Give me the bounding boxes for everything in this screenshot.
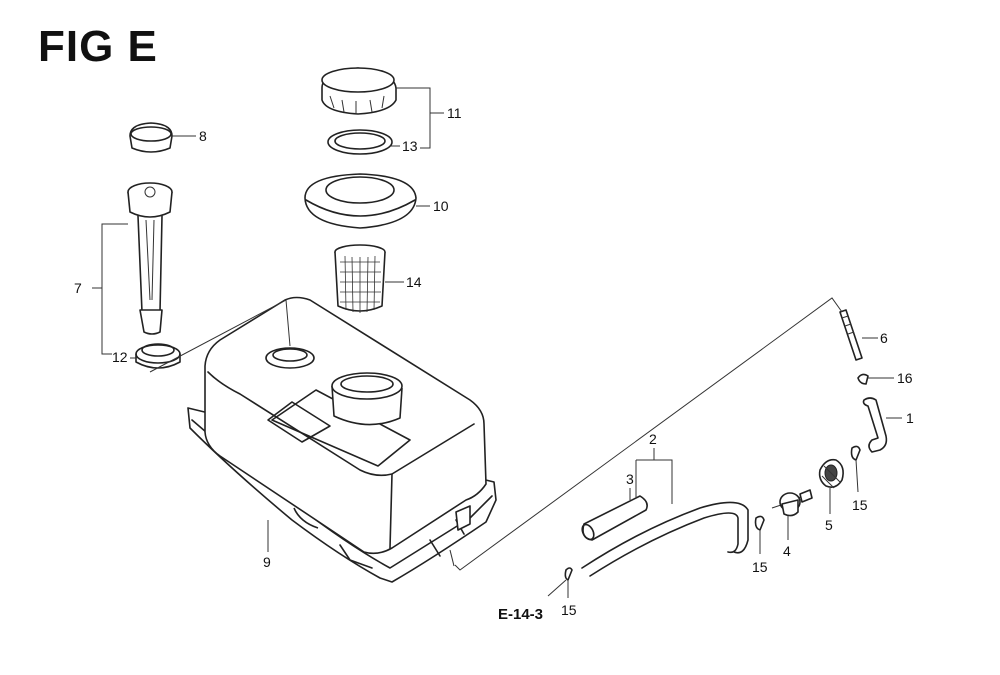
fuel-gauge: [127, 182, 173, 335]
elbow-tube: [862, 397, 888, 453]
reference-label: E-14-3: [498, 606, 544, 623]
fuel-tank: [187, 296, 497, 583]
callout-3: 3: [626, 471, 634, 487]
callout-1: 1: [906, 410, 914, 426]
fuel-strainer: [334, 244, 386, 313]
callout-6: 6: [880, 330, 888, 346]
figure-title: FIG E: [38, 22, 158, 71]
callout-15-elbow: 15: [852, 497, 868, 513]
callout-12: 12: [112, 349, 128, 365]
fuel-cap: [321, 67, 397, 115]
callout-2: 2: [649, 431, 657, 447]
gauge-grommet: [135, 343, 181, 369]
callout-9: 9: [263, 554, 271, 570]
tube-clamp: [818, 458, 844, 489]
short-tube: [581, 495, 648, 541]
callout-16: 16: [897, 370, 913, 386]
filler-neck: [304, 173, 417, 229]
callout-11: 11: [447, 105, 462, 121]
gauge-cap: [129, 122, 173, 153]
callout-4: 4: [783, 543, 791, 559]
callouts: 1 2 3 4 5 6 7 8 9 10 11 12 13 14 15 15 1…: [74, 105, 914, 618]
hose-clips: [564, 373, 869, 581]
callout-8: 8: [199, 128, 207, 144]
breather-tube: [839, 309, 863, 361]
callout-15-filter: 15: [752, 559, 768, 575]
callout-13: 13: [402, 138, 418, 154]
callout-14: 14: [406, 274, 422, 290]
leader-lines: [92, 87, 902, 598]
callout-7: 7: [74, 280, 82, 296]
fuel-filter: [771, 489, 813, 517]
callout-10: 10: [433, 198, 449, 214]
callout-5: 5: [825, 517, 833, 533]
fuel-tube: [581, 501, 749, 577]
cap-gasket: [327, 129, 393, 155]
callout-15-tube: 15: [561, 602, 577, 618]
